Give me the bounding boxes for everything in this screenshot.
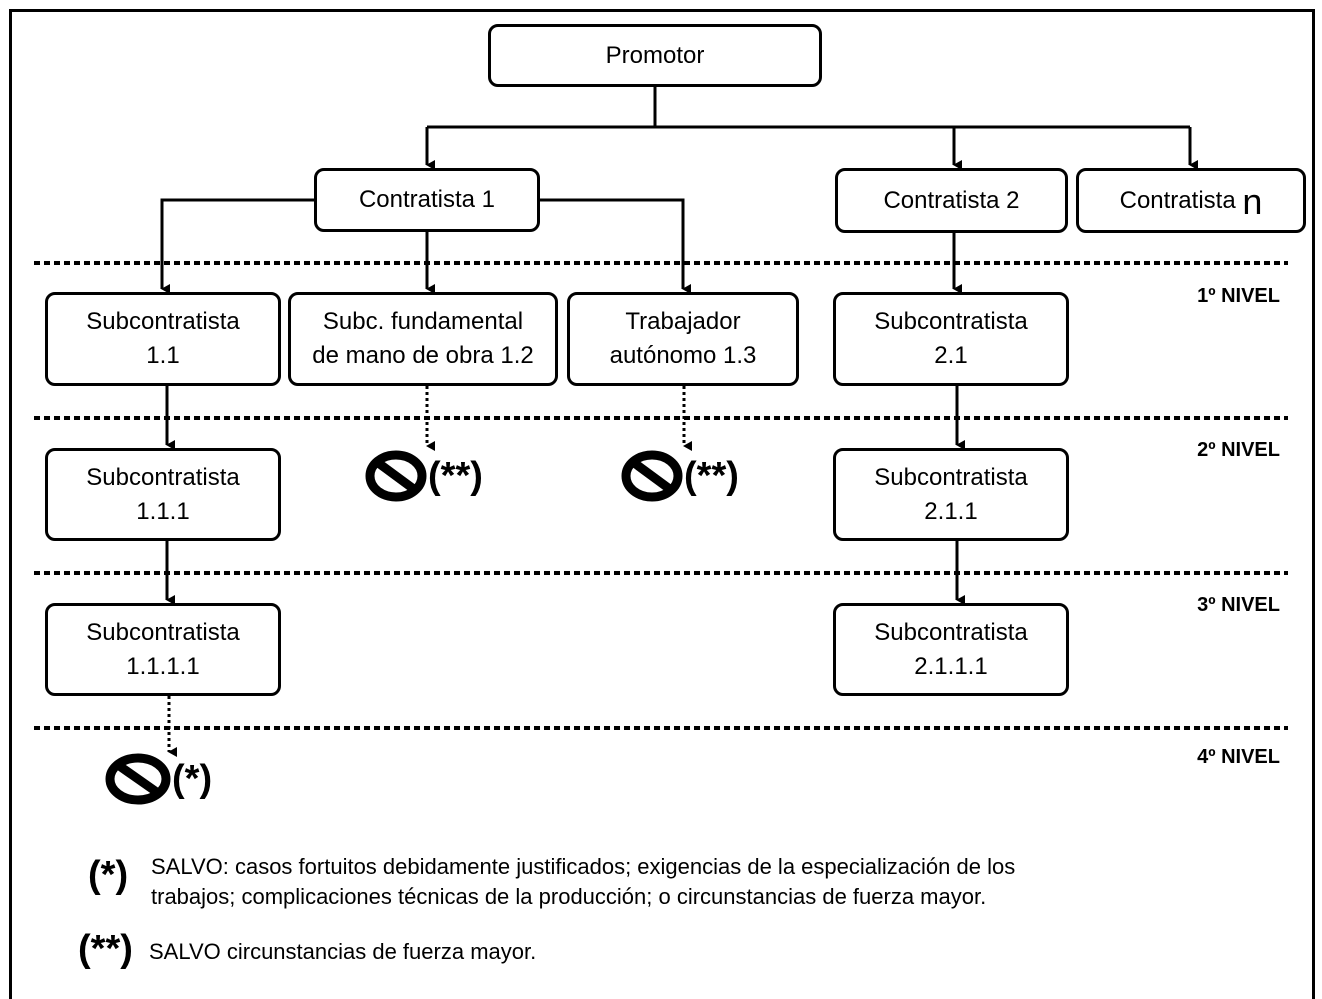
node-sub-1-3: Trabajador autónomo 1.3 <box>567 292 799 386</box>
node-promotor-label: Promotor <box>605 41 705 69</box>
node-contratista-n-prefix: Contratista <box>1119 186 1236 214</box>
node-sub-2-1-1: Subcontratista 2.1.1 <box>833 448 1069 541</box>
note-double-text: SALVO circunstancias de fuerza mayor. <box>149 939 537 964</box>
level-label-2: 2º NIVEL <box>1197 439 1280 461</box>
connector-promotor-bus <box>427 87 1190 129</box>
connector-to-sub-1-1 <box>160 198 314 294</box>
level-label-3: 3º NIVEL <box>1197 594 1280 616</box>
prohibition-1-1-1-1: (*) <box>104 752 212 806</box>
node-sub-1-1-1-1-line2: 1.1.1.1 <box>126 652 200 680</box>
node-contratista-2: Contratista 2 <box>835 168 1068 233</box>
note-double-mark: (**) <box>78 928 133 970</box>
node-contratista-1: Contratista 1 <box>314 168 540 232</box>
prohibition-1-1-1-1-mark: (*) <box>172 757 213 800</box>
node-sub-1-2-line2: de mano de obra 1.2 <box>312 342 534 369</box>
node-contratista-2-label: Contratista 2 <box>883 186 1020 214</box>
level-label-1: 1º NIVEL <box>1197 285 1280 307</box>
note-single-text: SALVO: casos fortuitos debidamente justi… <box>151 852 1015 912</box>
node-sub-2-1-line2: 2.1 <box>934 342 968 369</box>
node-contratista-n: Contratista n <box>1076 168 1306 233</box>
prohibition-1-3: (**) <box>620 449 739 503</box>
prohibited-icon <box>621 450 683 502</box>
node-sub-1-2: Subc. fundamental de mano de obra 1.2 <box>288 292 558 386</box>
node-promotor: Promotor <box>488 24 822 87</box>
node-sub-1-3-line2: autónomo 1.3 <box>609 342 757 369</box>
node-sub-1-2-line1: Subc. fundamental <box>322 308 524 335</box>
node-sub-1-3-line1: Trabajador <box>625 308 741 335</box>
connector-to-sub-1-3 <box>540 198 691 294</box>
node-contratista-1-label: Contratista 1 <box>358 186 496 213</box>
node-sub-1-1-1-line1: Subcontratista <box>86 463 240 491</box>
prohibited-icon <box>105 753 171 805</box>
node-sub-1-1-1-1-line1: Subcontratista <box>86 618 240 646</box>
node-sub-2-1-1-1-line1: Subcontratista <box>874 618 1028 646</box>
note-single-mark: (*) <box>88 854 129 896</box>
node-sub-2-1: Subcontratista 2.1 <box>833 292 1069 386</box>
node-sub-2-1-1-1-line2: 2.1.1.1 <box>914 652 988 680</box>
prohibited-icon <box>365 450 427 502</box>
node-sub-2-1-1-line2: 2.1.1 <box>924 497 978 525</box>
level-label-4: 4º NIVEL <box>1197 746 1280 768</box>
note-single-line2: trabajos; complicaciones técnicas de la … <box>151 884 987 909</box>
node-sub-1-1-line2: 1.1 <box>146 342 180 369</box>
prohibition-1-3-mark: (**) <box>684 454 739 497</box>
level-separators <box>34 261 1288 730</box>
note-single-line1: SALVO: casos fortuitos debidamente justi… <box>151 854 1016 879</box>
node-sub-1-1-1-1: Subcontratista 1.1.1.1 <box>45 603 281 696</box>
prohibition-1-2-mark: (**) <box>428 454 483 497</box>
prohibition-1-2: (**) <box>364 449 483 503</box>
node-sub-1-1: Subcontratista 1.1 <box>45 292 281 386</box>
diagram-frame <box>9 9 1315 999</box>
node-sub-2-1-1-line1: Subcontratista <box>874 463 1028 491</box>
node-sub-1-1-1-line2: 1.1.1 <box>136 497 190 525</box>
node-sub-2-1-line1: Subcontratista <box>874 308 1028 335</box>
node-sub-1-1-1: Subcontratista 1.1.1 <box>45 448 281 541</box>
node-contratista-n-suffix: n <box>1242 180 1263 222</box>
node-sub-2-1-1-1: Subcontratista 2.1.1.1 <box>833 603 1069 696</box>
node-sub-1-1-line1: Subcontratista <box>86 308 240 335</box>
